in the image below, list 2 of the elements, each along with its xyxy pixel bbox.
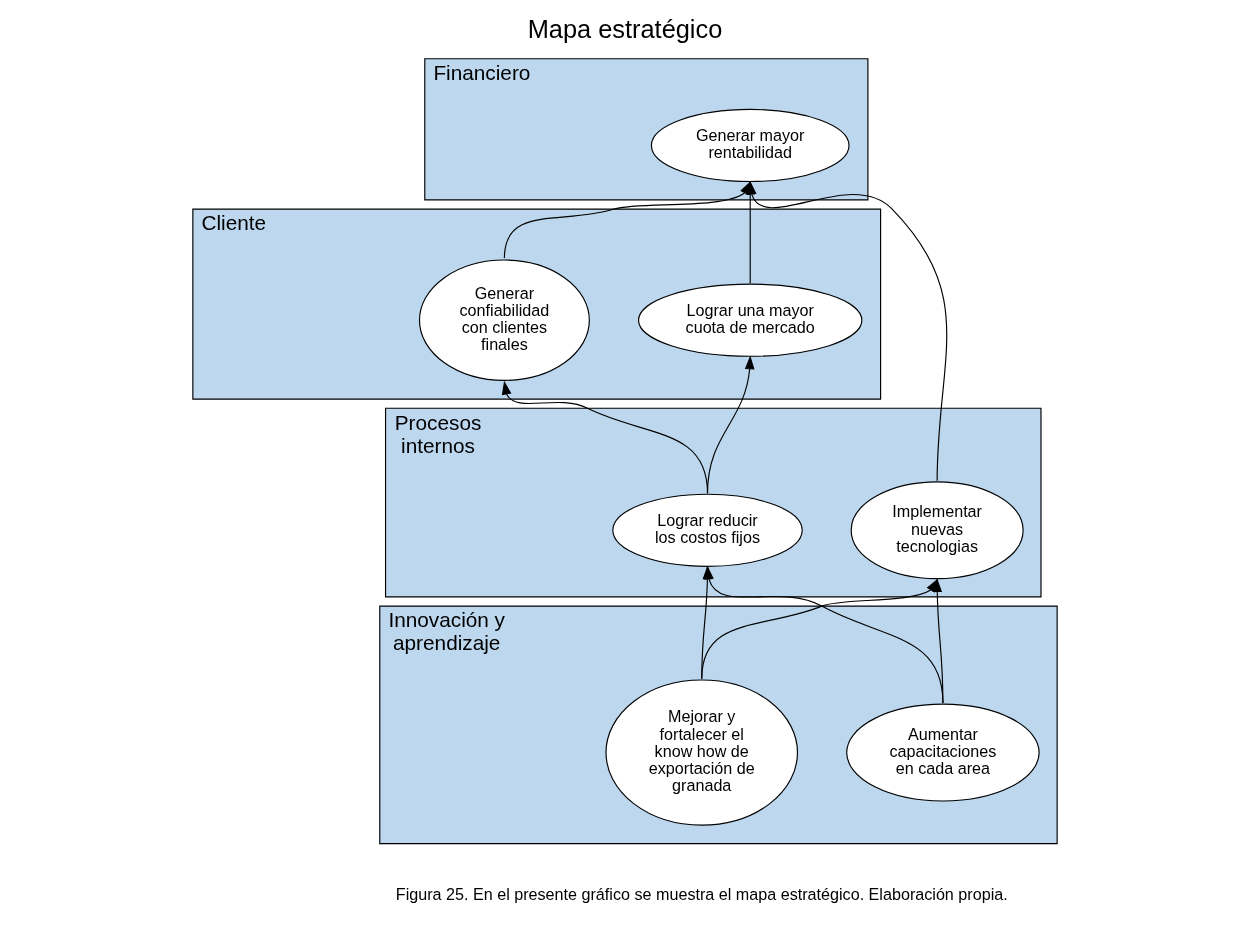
caption: Figura 25. En el presente gráfico se muestra el mapa estratégico. Elaboración propia. <box>395 884 1008 903</box>
diagram-title: Mapa estratégico <box>527 14 722 43</box>
